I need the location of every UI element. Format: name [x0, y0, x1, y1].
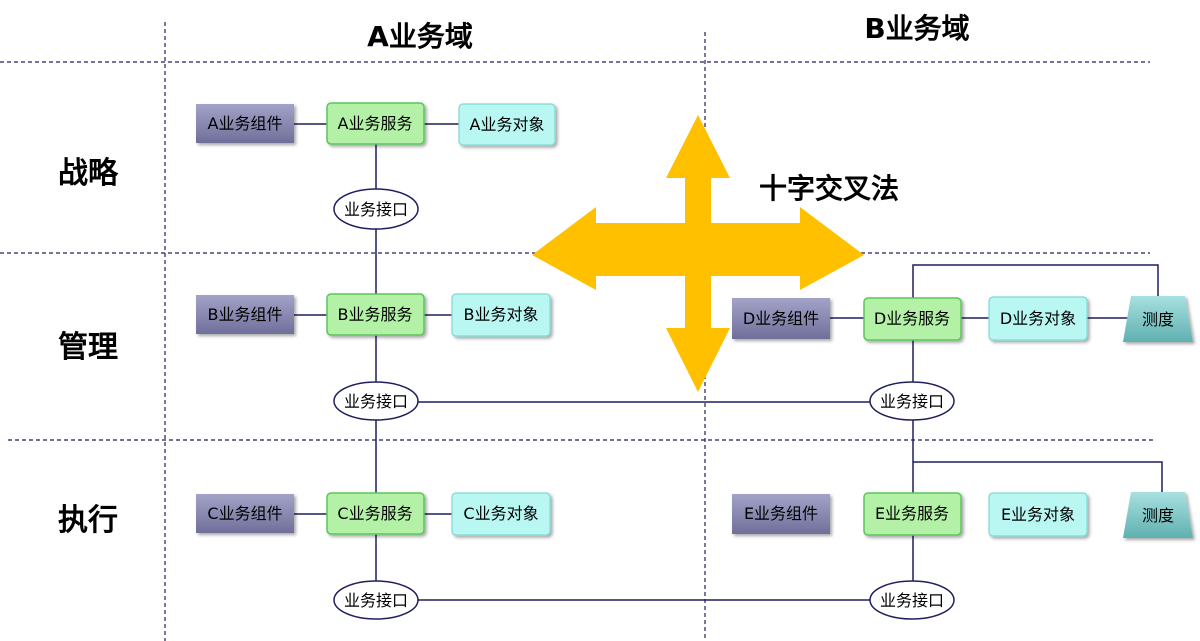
b-component-box[interactable] — [196, 295, 294, 334]
cross-method-title: 十字交叉法 — [759, 172, 899, 205]
d-measure-shape[interactable] — [1123, 296, 1193, 342]
services: A业务服务 B业务服务 C业务服务 D业务服务 E业务服务 — [326, 102, 962, 536]
a-interface-label: 业务接口 — [344, 200, 408, 219]
d-service-label: D业务服务 — [874, 309, 950, 328]
b-interface-label: 业务接口 — [344, 392, 408, 411]
d-interface-ellipse[interactable] — [869, 381, 955, 421]
a-object-label: A业务对象 — [470, 115, 545, 134]
e-measure-shape[interactable] — [1123, 492, 1193, 538]
c-object-label: C业务对象 — [463, 504, 538, 523]
a-interface-ellipse[interactable] — [333, 188, 419, 230]
d-service-box[interactable] — [863, 297, 962, 341]
d-component-box[interactable] — [732, 298, 830, 339]
b-interface-ellipse[interactable] — [333, 381, 419, 421]
level-strategy-label: 战略 — [58, 156, 119, 191]
level-execution-label: 执行 — [58, 503, 118, 538]
objects: A业务对象 B业务对象 C业务对象 D业务对象 E业务对象 — [451, 103, 1088, 537]
e-service-label: E业务服务 — [875, 504, 949, 523]
e-service-box[interactable] — [863, 492, 962, 536]
c-interface-label: 业务接口 — [344, 591, 408, 610]
a-object-box[interactable] — [458, 103, 556, 146]
e-object-box[interactable] — [988, 492, 1088, 537]
e-measure-label: 测度 — [1142, 506, 1174, 525]
d-object-label: D业务对象 — [1000, 309, 1076, 328]
connector-lines — [294, 123, 1163, 601]
interfaces: 业务接口 业务接口 业务接口 业务接口 业务接口 — [333, 188, 955, 620]
a-service-label: A业务服务 — [338, 114, 413, 133]
c-interface-ellipse[interactable] — [333, 580, 419, 620]
e-object-label: E业务对象 — [1001, 505, 1075, 524]
d-measure-label: 测度 — [1142, 310, 1174, 329]
e-component-label: E业务组件 — [744, 504, 818, 523]
c-component-box[interactable] — [196, 494, 294, 533]
c-object-box[interactable] — [451, 492, 551, 536]
b-component-label: B业务组件 — [208, 305, 283, 324]
e-component-box[interactable] — [732, 494, 830, 534]
c-service-box[interactable] — [326, 492, 425, 535]
measures: 测度 测度 — [1123, 296, 1193, 538]
components: A业务组件 B业务组件 C业务组件 D业务组件 E业务组件 — [196, 104, 830, 534]
b-service-box[interactable] — [326, 293, 425, 336]
a-component-box[interactable] — [196, 104, 294, 143]
d-interface-label: 业务接口 — [880, 392, 944, 411]
e-interface-ellipse[interactable] — [869, 580, 955, 620]
c-service-label: C业务服务 — [337, 504, 412, 523]
c-component-label: C业务组件 — [207, 504, 282, 523]
level-management-label: 管理 — [58, 330, 118, 365]
b-object-label: B业务对象 — [464, 305, 539, 324]
a-component-label: A业务组件 — [208, 114, 283, 133]
domain-a-title: A业务域 — [367, 20, 473, 53]
b-object-box[interactable] — [451, 293, 551, 337]
grid-lines — [0, 22, 1155, 641]
d-object-box[interactable] — [988, 296, 1088, 341]
a-service-box[interactable] — [326, 102, 425, 145]
b-service-label: B业务服务 — [338, 305, 413, 324]
cross-arrow-icon — [532, 115, 864, 392]
domain-b-title: B业务域 — [864, 12, 969, 45]
d-component-label: D业务组件 — [743, 309, 819, 328]
e-interface-label: 业务接口 — [880, 591, 944, 610]
